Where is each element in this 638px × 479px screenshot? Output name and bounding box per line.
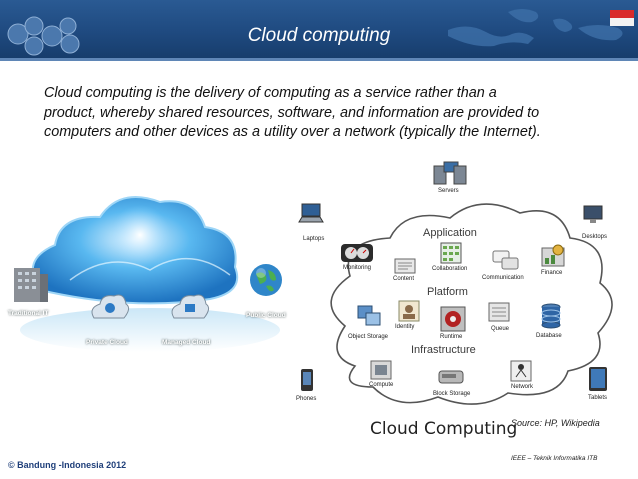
content-label: Content [393,276,415,282]
datacenter-building-icon [14,268,48,302]
compute-icon [370,360,392,380]
finance-icon [541,244,565,267]
cloud-deployment-graphic [20,196,280,352]
phone-icon [301,369,313,391]
communication-icon [492,250,519,270]
identity-icon [398,300,420,322]
servers-icon [433,161,467,185]
monitoring-label: Monitoring [343,265,372,271]
network-label: Network [511,384,534,390]
page-title: Cloud computing [247,25,391,46]
servers-label: Servers [438,188,459,194]
managed-cloud-icon [171,294,210,319]
source-citation: Source: HP, Wikipedia [511,418,600,428]
footer-copyright: © Bandung -Indonesia 2012 [8,460,127,470]
network-icon [510,360,532,382]
laptop-icon [298,203,324,223]
compute-label: Compute [369,382,394,388]
database-label: Database [536,333,562,339]
managed-cloud-label: Managed Cloud [162,339,211,346]
monitoring-icon [341,244,373,262]
traditional-it-label: Traditional IT [8,310,49,317]
infrastructure-tier-label: Infrastructure [411,344,476,356]
phones-label: Phones [296,396,317,402]
globe-icon [250,264,282,296]
header-divider [0,58,638,61]
runtime-label: Runtime [440,334,463,340]
laptops-label: Laptops [303,236,325,242]
block-storage-label: Block Storage [433,391,471,397]
identity-label: Identity [395,324,415,330]
public-cloud-label: Public Cloud [246,312,286,319]
queue-label: Queue [491,326,510,332]
desktop-icon [583,205,603,223]
circles-logo-icon [7,16,80,56]
intro-line: computers and other devices as a utility… [44,124,541,140]
desktops-label: Desktops [582,234,608,240]
cloud-computing-caption: Cloud Computing [370,419,518,439]
queue-icon [488,302,510,322]
object-storage-label: Object Storage [348,334,389,340]
tablet-icon [589,367,607,391]
block-storage-icon [438,370,464,384]
indonesia-map-graphic [448,9,634,47]
intro-line: Cloud computing is the delivery of compu… [44,85,497,101]
collaboration-icon [440,242,462,264]
finance-label: Finance [541,270,563,276]
tablets-label: Tablets [588,395,608,401]
footer-affiliation: IEEE – Teknik Informatika ITB [511,455,598,462]
private-cloud-label: Private Cloud [86,339,128,346]
intro-line: product, whereby shared resources, softw… [44,104,540,121]
runtime-icon [440,306,466,332]
private-cloud-icon [91,294,130,319]
intro-paragraph: Cloud computing is the delivery of compu… [44,84,614,143]
application-tier-label: Application [423,227,477,239]
communication-label: Communication [482,275,524,281]
header-bar: Cloud computing [0,0,638,58]
collaboration-label: Collaboration [432,266,468,272]
object-storage-icon [357,305,381,326]
platform-tier-label: Platform [427,286,468,298]
content-icon [394,258,416,274]
database-icon [541,303,561,329]
